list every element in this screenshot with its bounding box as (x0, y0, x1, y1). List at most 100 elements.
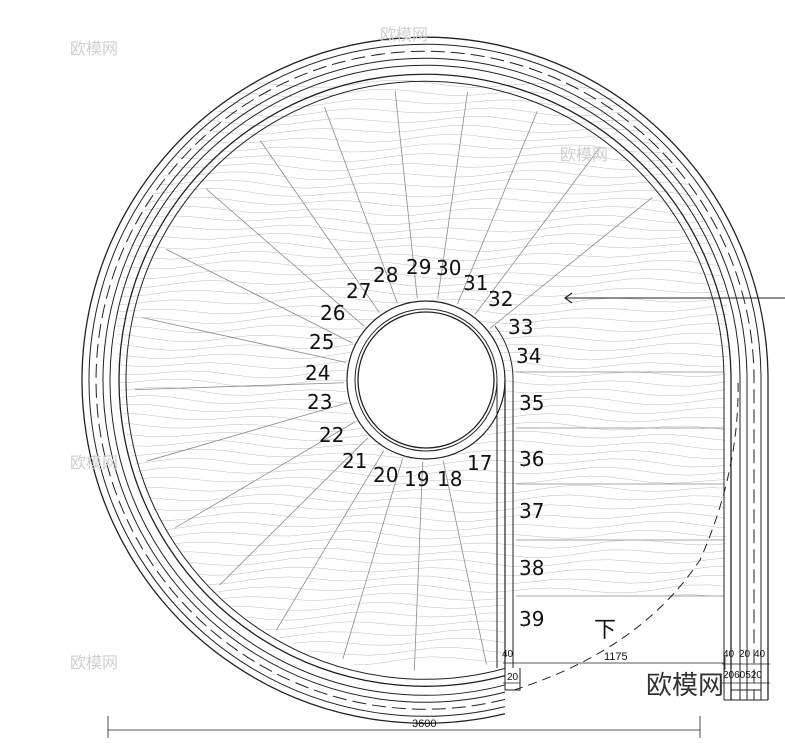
grain-line (117, 107, 729, 117)
direction-arrow (563, 292, 785, 304)
grain-line (117, 565, 729, 576)
step-number: 39 (519, 607, 544, 631)
tread-line (276, 450, 385, 630)
handrail-ring (125, 80, 725, 700)
stringer-outer (346, 300, 506, 668)
grain-line (117, 430, 729, 441)
grain-line (117, 169, 729, 180)
grain-line (117, 368, 729, 379)
grain-line (117, 313, 729, 324)
right-top-dimension-c: 40 (754, 649, 766, 660)
tread-line (437, 91, 468, 299)
svg-text:欧模网: 欧模网 (70, 39, 118, 58)
tread-line (135, 382, 345, 391)
tread-line (394, 90, 418, 299)
tread-lines (135, 90, 724, 671)
grain-line (117, 215, 729, 226)
right-top-dimension-b: 20 (739, 649, 751, 660)
grain-line (117, 143, 729, 154)
walk-line (513, 379, 739, 691)
grain-line (117, 151, 729, 162)
watermarks: 欧模网 欧模网 欧模网 欧模网 欧模网 欧模网 (70, 25, 724, 701)
grain-line (117, 223, 729, 234)
watermark-logo: 欧模网 (646, 671, 724, 701)
grain-line (117, 557, 729, 568)
grain-line (117, 278, 729, 289)
handrail-ring (88, 43, 762, 717)
step-number: 30 (436, 256, 461, 280)
tread-line (442, 460, 487, 665)
grain-line (117, 233, 729, 243)
step-number: 26 (320, 301, 345, 325)
grain-line (117, 485, 729, 495)
tread-line (165, 248, 353, 344)
grain-line (117, 360, 729, 369)
grain-line (117, 376, 729, 388)
grain-line (117, 98, 729, 109)
right-bottom-dimension: 2060520 (723, 670, 762, 681)
step-number: 35 (519, 391, 544, 415)
step-number: 34 (516, 344, 541, 368)
grain-line (117, 187, 729, 198)
grain-line (117, 205, 729, 216)
step-number: 37 (519, 499, 544, 523)
grain-line (117, 656, 729, 667)
step-number: 27 (346, 279, 371, 303)
tread-line (342, 458, 403, 659)
stringer-inner (354, 308, 498, 668)
grain-line (117, 629, 729, 639)
grain-line (117, 457, 729, 469)
tread-line (146, 402, 348, 462)
grain-line (117, 511, 729, 523)
grain-line (117, 161, 729, 172)
right-top-dimension-a: 40 (723, 649, 735, 660)
stringer-edge (494, 325, 514, 668)
grain-line (117, 502, 729, 514)
step-number: 18 (437, 467, 462, 491)
step-number: 23 (307, 390, 332, 414)
grain-line (117, 403, 729, 414)
tread-line (260, 140, 380, 313)
tread-line (324, 107, 398, 304)
column-core (357, 311, 495, 449)
step-number: 21 (342, 449, 367, 473)
grain-line (117, 196, 729, 207)
handrail-ring (118, 73, 732, 700)
step-number: 38 (519, 556, 544, 580)
grain-line (117, 304, 729, 316)
step-number: 31 (463, 271, 488, 295)
step-number: 20 (373, 463, 398, 487)
handrail-end-cap (724, 689, 768, 701)
stringer-end (504, 668, 521, 691)
tread-line (175, 421, 356, 529)
grain-line (117, 638, 729, 648)
grain-line (117, 448, 729, 459)
grain-line (117, 646, 729, 658)
grain-line (117, 592, 729, 603)
grain-line (117, 413, 729, 424)
grain-line (117, 259, 729, 271)
step-number: 29 (406, 255, 431, 279)
tread-line (219, 437, 369, 586)
grain-line (117, 286, 729, 297)
outer-handrail (81, 36, 769, 724)
grain-line (117, 547, 729, 558)
grain-line (117, 521, 729, 531)
inner-offset-bottom-dimension: 20 (507, 672, 519, 683)
grain-line (117, 350, 729, 361)
grain-line (117, 475, 729, 486)
step-number: 25 (309, 330, 334, 354)
grain-line (117, 241, 729, 252)
svg-text:欧模网: 欧模网 (380, 25, 428, 44)
grain-line (117, 250, 729, 262)
step-number: 22 (319, 423, 344, 447)
wood-grain-texture (117, 79, 729, 667)
svg-text:欧模网: 欧模网 (560, 145, 608, 164)
grain-line (117, 620, 729, 631)
tread-line (489, 196, 653, 329)
overall-width-dimension: 3600 (412, 718, 436, 730)
tread-line (413, 461, 424, 671)
grain-line (117, 529, 729, 541)
grain-line (117, 340, 729, 351)
